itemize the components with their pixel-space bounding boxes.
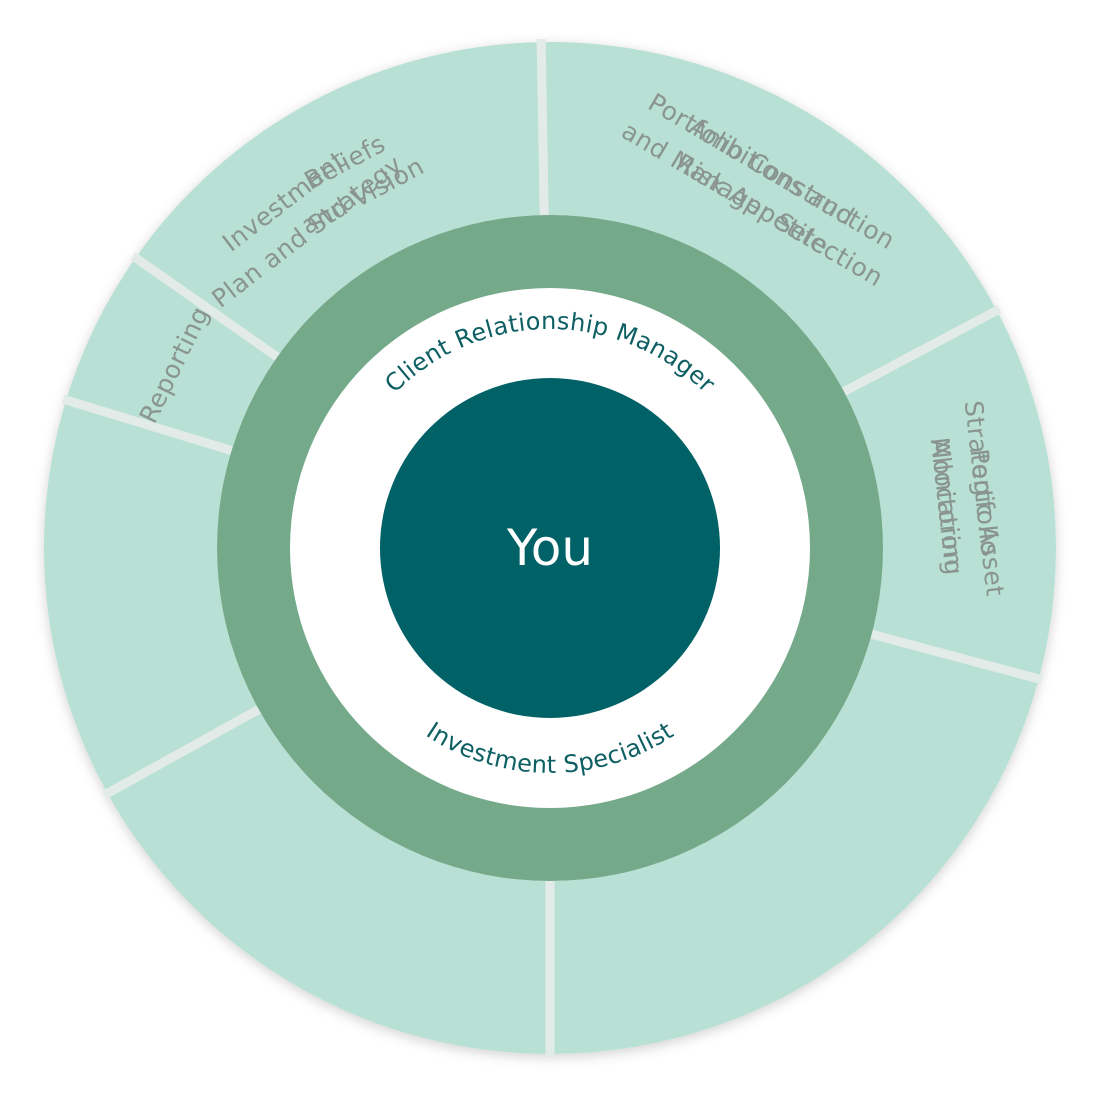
outer-ring-separators: [61, 38, 1043, 1057]
segment-portfolio-construction-and-manager-selection: [107, 709, 550, 1054]
center-circle: [380, 378, 720, 718]
segment-separator: [130, 252, 297, 373]
outer-ring: [43, 42, 1057, 1054]
segment-separator: [824, 305, 1002, 406]
segment-investment-plan-and-strategy: [550, 634, 1039, 1054]
center-label: You: [506, 519, 593, 577]
segment-separator: [61, 394, 252, 461]
segment-reporting: [66, 257, 278, 451]
segment-separator: [102, 695, 279, 799]
segment-separator: [851, 624, 1043, 685]
segment-ambitions-and-risk-appetite: [541, 42, 997, 392]
segment-beliefs-and-vision: [135, 42, 545, 357]
segment-separator: [536, 38, 550, 236]
segment-strategic-asset-allocation: [844, 310, 1057, 679]
segment-portfolio-monitoring: [43, 400, 259, 794]
